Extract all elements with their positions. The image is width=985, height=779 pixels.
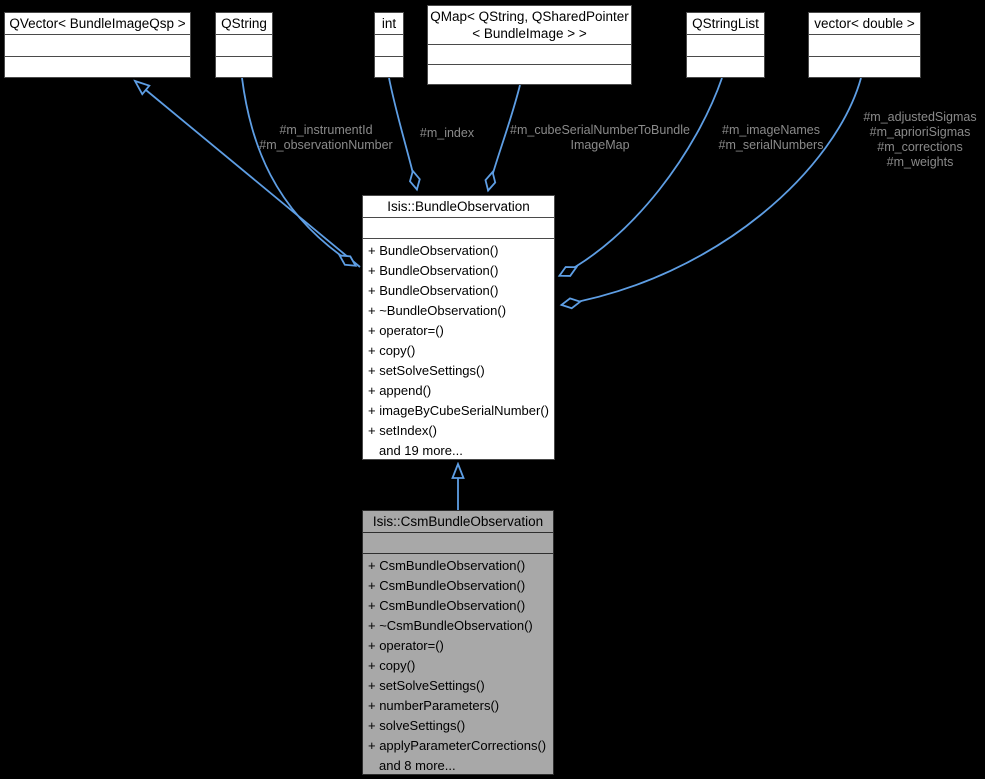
member-label: #m_index [419, 126, 475, 140]
class-node-qvector[interactable]: QVector< BundleImageQsp > [4, 12, 191, 78]
class-attributes-empty [687, 35, 764, 57]
edge-inherits-qvector [135, 81, 361, 268]
method-item: + setSolveSettings() [368, 678, 485, 693]
class-node-qmap[interactable]: QMap< QString, QSharedPointer < BundleIm… [427, 5, 632, 85]
class-node-vector[interactable]: vector< double > [808, 12, 921, 78]
method-item: + ~BundleObservation() [368, 303, 507, 318]
class-title: QString [216, 13, 272, 35]
member-label: #m_instrumentId [279, 123, 373, 137]
class-title: QStringList [687, 13, 764, 35]
method-item: + imageByCubeSerialNumber() [368, 403, 549, 418]
method-item: + operator=() [368, 323, 444, 338]
edge-qmap-member [484, 84, 521, 193]
edge-qstringlist-members [557, 77, 723, 277]
method-item: + append() [368, 383, 432, 398]
method-item: + setIndex() [368, 423, 438, 438]
edge-int-member [388, 77, 421, 192]
class-attributes-empty [363, 218, 554, 239]
edge-label-qstring-members: #m_instrumentId #m_observationNumber [246, 123, 406, 153]
method-item: + ~CsmBundleObservation() [368, 618, 533, 633]
class-title-line1: QMap< QString, QSharedPointer [430, 9, 629, 24]
member-label: #m_observationNumber [259, 138, 393, 152]
method-item: + solveSettings() [368, 718, 466, 733]
class-methods-empty [809, 57, 920, 78]
edge-label-int-member: #m_index [407, 126, 487, 141]
class-node-qstringlist[interactable]: QStringList [686, 12, 765, 78]
member-label: #m_adjustedSigmas [863, 110, 977, 124]
method-item: + BundleObservation() [368, 243, 499, 258]
more-methods-note: and 8 more... [379, 758, 456, 773]
edge-vector-members [559, 77, 862, 310]
class-methods-empty [375, 57, 403, 78]
class-methods: + BundleObservation() + BundleObservatio… [363, 239, 554, 461]
method-item: + copy() [368, 658, 416, 673]
member-label: #m_serialNumbers [718, 138, 824, 152]
method-item: + setSolveSettings() [368, 363, 485, 378]
class-node-int[interactable]: int [374, 12, 404, 78]
class-methods-empty [5, 57, 190, 78]
edge-qstring-members [241, 77, 358, 267]
class-attributes-empty [363, 533, 553, 554]
member-label: #m_weights [886, 155, 954, 169]
edge-label-qmap-member: #m_cubeSerialNumberToBundle ImageMap [505, 123, 695, 153]
method-item: + CsmBundleObservation() [368, 598, 526, 613]
method-item: + operator=() [368, 638, 444, 653]
class-title: QVector< BundleImageQsp > [5, 13, 190, 35]
more-methods-note: and 19 more... [379, 443, 463, 458]
method-item: + numberParameters() [368, 698, 500, 713]
class-title-line2: < BundleImage > > [472, 26, 587, 41]
edge-label-qstringlist-members: #m_imageNames #m_serialNumbers [711, 123, 831, 153]
class-attributes-empty [375, 35, 403, 57]
method-item: + BundleObservation() [368, 263, 499, 278]
member-label: #m_aprioriSigmas [869, 125, 971, 139]
member-label: #m_corrections [877, 140, 963, 154]
method-item: + applyParameterCorrections() [368, 738, 547, 753]
class-methods: + CsmBundleObservation() + CsmBundleObse… [363, 554, 553, 776]
class-attributes-empty [5, 35, 190, 57]
class-methods-empty [687, 57, 764, 78]
class-title: Isis::CsmBundleObservation [363, 511, 553, 533]
class-methods-empty [428, 65, 631, 84]
class-title: QMap< QString, QSharedPointer < BundleIm… [428, 6, 631, 45]
class-attributes-empty [428, 45, 631, 65]
member-label: #m_imageNames [722, 123, 820, 137]
class-attributes-empty [809, 35, 920, 57]
class-title: Isis::BundleObservation [363, 196, 554, 218]
edge-label-vector-members: #m_adjustedSigmas #m_aprioriSigmas #m_co… [855, 110, 985, 170]
class-title: vector< double > [809, 13, 920, 35]
method-item: + BundleObservation() [368, 283, 499, 298]
class-node-bundle-observation[interactable]: Isis::BundleObservation + BundleObservat… [362, 195, 555, 460]
method-item: + CsmBundleObservation() [368, 558, 526, 573]
method-item: + copy() [368, 343, 416, 358]
class-methods-empty [216, 57, 272, 78]
method-item: + CsmBundleObservation() [368, 578, 526, 593]
class-node-qstring[interactable]: QString [215, 12, 273, 78]
member-label: ImageMap [570, 138, 630, 152]
class-title: int [375, 13, 403, 35]
member-label: #m_cubeSerialNumberToBundle [510, 123, 690, 137]
class-node-csm-bundle-observation[interactable]: Isis::CsmBundleObservation + CsmBundleOb… [362, 510, 554, 775]
class-attributes-empty [216, 35, 272, 57]
